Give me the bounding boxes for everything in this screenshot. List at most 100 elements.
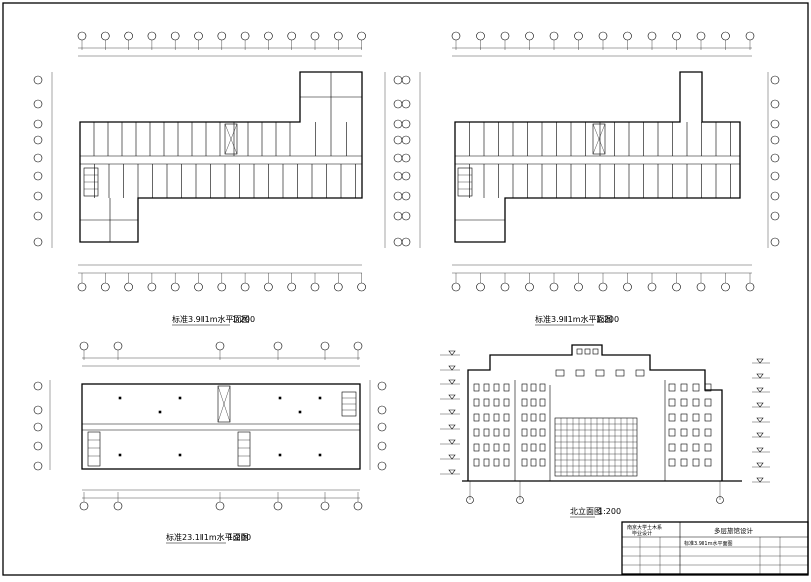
window <box>493 398 500 407</box>
grid-bubble <box>320 501 330 511</box>
window <box>473 383 480 392</box>
title-block: 南京大学土木系 毕业设计 多层旅馆设计 标准3.9Ⅱ1m水平面图 <box>621 521 809 575</box>
window <box>521 413 528 422</box>
window <box>530 443 537 452</box>
grid-bubble <box>79 501 89 511</box>
window <box>680 413 688 422</box>
window <box>692 443 700 452</box>
grid-bubble <box>240 282 250 292</box>
window <box>493 443 500 452</box>
grid-bubble <box>672 31 681 41</box>
stair <box>87 431 101 467</box>
grid-bubble <box>721 31 730 41</box>
window <box>530 428 537 437</box>
window <box>483 383 490 392</box>
room-partitions <box>80 72 362 242</box>
stair <box>237 431 251 467</box>
grid-bubble <box>264 31 273 41</box>
grid-bubble <box>287 31 297 41</box>
window <box>530 398 537 407</box>
window <box>668 383 676 392</box>
grid-bubble <box>33 135 43 145</box>
window-grid <box>473 348 712 467</box>
grid-bubble <box>33 99 43 109</box>
column <box>298 410 302 414</box>
column <box>278 396 282 400</box>
grid-bubble <box>647 31 657 41</box>
school-name: 南京大学土木系 <box>627 524 662 531</box>
window <box>539 398 546 407</box>
grid-bubble <box>393 135 403 145</box>
grid-bubble <box>33 171 43 181</box>
window <box>503 413 510 422</box>
plan-title: 标准3.9Ⅱ1m水平面图 <box>172 314 250 324</box>
level-marker <box>756 447 764 453</box>
grid-bubble <box>320 341 330 351</box>
grid-bubble <box>101 31 110 41</box>
grid-bubble <box>170 31 180 41</box>
grid-bubble <box>393 119 403 129</box>
column <box>158 410 162 414</box>
window <box>584 348 591 355</box>
grid-bubble <box>393 99 403 109</box>
grid-bubble <box>696 282 706 292</box>
level-marker <box>448 424 456 430</box>
window <box>692 413 700 422</box>
window <box>680 443 688 452</box>
axis-bubble <box>516 496 524 504</box>
level-marker <box>448 439 456 445</box>
window <box>704 458 712 467</box>
window <box>692 458 700 467</box>
level-marker <box>756 358 764 364</box>
grid-bubble <box>240 31 250 41</box>
window <box>539 428 546 437</box>
column <box>118 453 122 457</box>
window <box>530 458 537 467</box>
grid-bubble <box>770 211 780 221</box>
window <box>635 369 645 377</box>
stair <box>341 391 357 417</box>
grid-bubble <box>647 282 657 292</box>
window <box>521 428 528 437</box>
level-marker <box>756 387 764 393</box>
grid-bubble <box>273 501 283 511</box>
level-marker <box>448 454 456 460</box>
window <box>615 369 625 377</box>
window <box>692 383 700 392</box>
stair <box>83 167 99 197</box>
grid-bubble <box>113 341 123 351</box>
grid-bubble <box>401 171 411 181</box>
grid-bubble <box>215 341 225 351</box>
grid-bubble <box>124 31 133 41</box>
column <box>318 453 322 457</box>
window <box>539 443 546 452</box>
grid-bubble <box>310 282 320 292</box>
grid-bubble <box>401 211 411 221</box>
grid-bubble <box>451 31 461 41</box>
window <box>704 383 712 392</box>
grid-bubble <box>33 422 43 432</box>
window <box>521 398 528 407</box>
stair <box>224 123 238 155</box>
window <box>680 458 688 467</box>
grid-bubble <box>33 237 43 247</box>
plan-scale: 1:200 <box>228 533 251 542</box>
sheet-description: 标准3.9Ⅱ1m水平面图 <box>684 540 732 547</box>
window <box>483 428 490 437</box>
room-partitions <box>455 122 731 221</box>
window <box>704 398 712 407</box>
grid-bubble <box>33 153 43 163</box>
window <box>704 428 712 437</box>
window <box>473 398 480 407</box>
grid-bubble <box>393 171 403 181</box>
window <box>473 428 480 437</box>
grid-bubble <box>476 31 485 41</box>
level-marker <box>756 477 764 483</box>
level-marker <box>448 409 456 415</box>
level-marker <box>756 402 764 408</box>
floor-plan-bottom-left: 标准23.1Ⅱ1m水平面图 1:200 <box>33 341 387 544</box>
grid-bubble <box>353 341 363 351</box>
grid-bubble <box>745 282 755 292</box>
